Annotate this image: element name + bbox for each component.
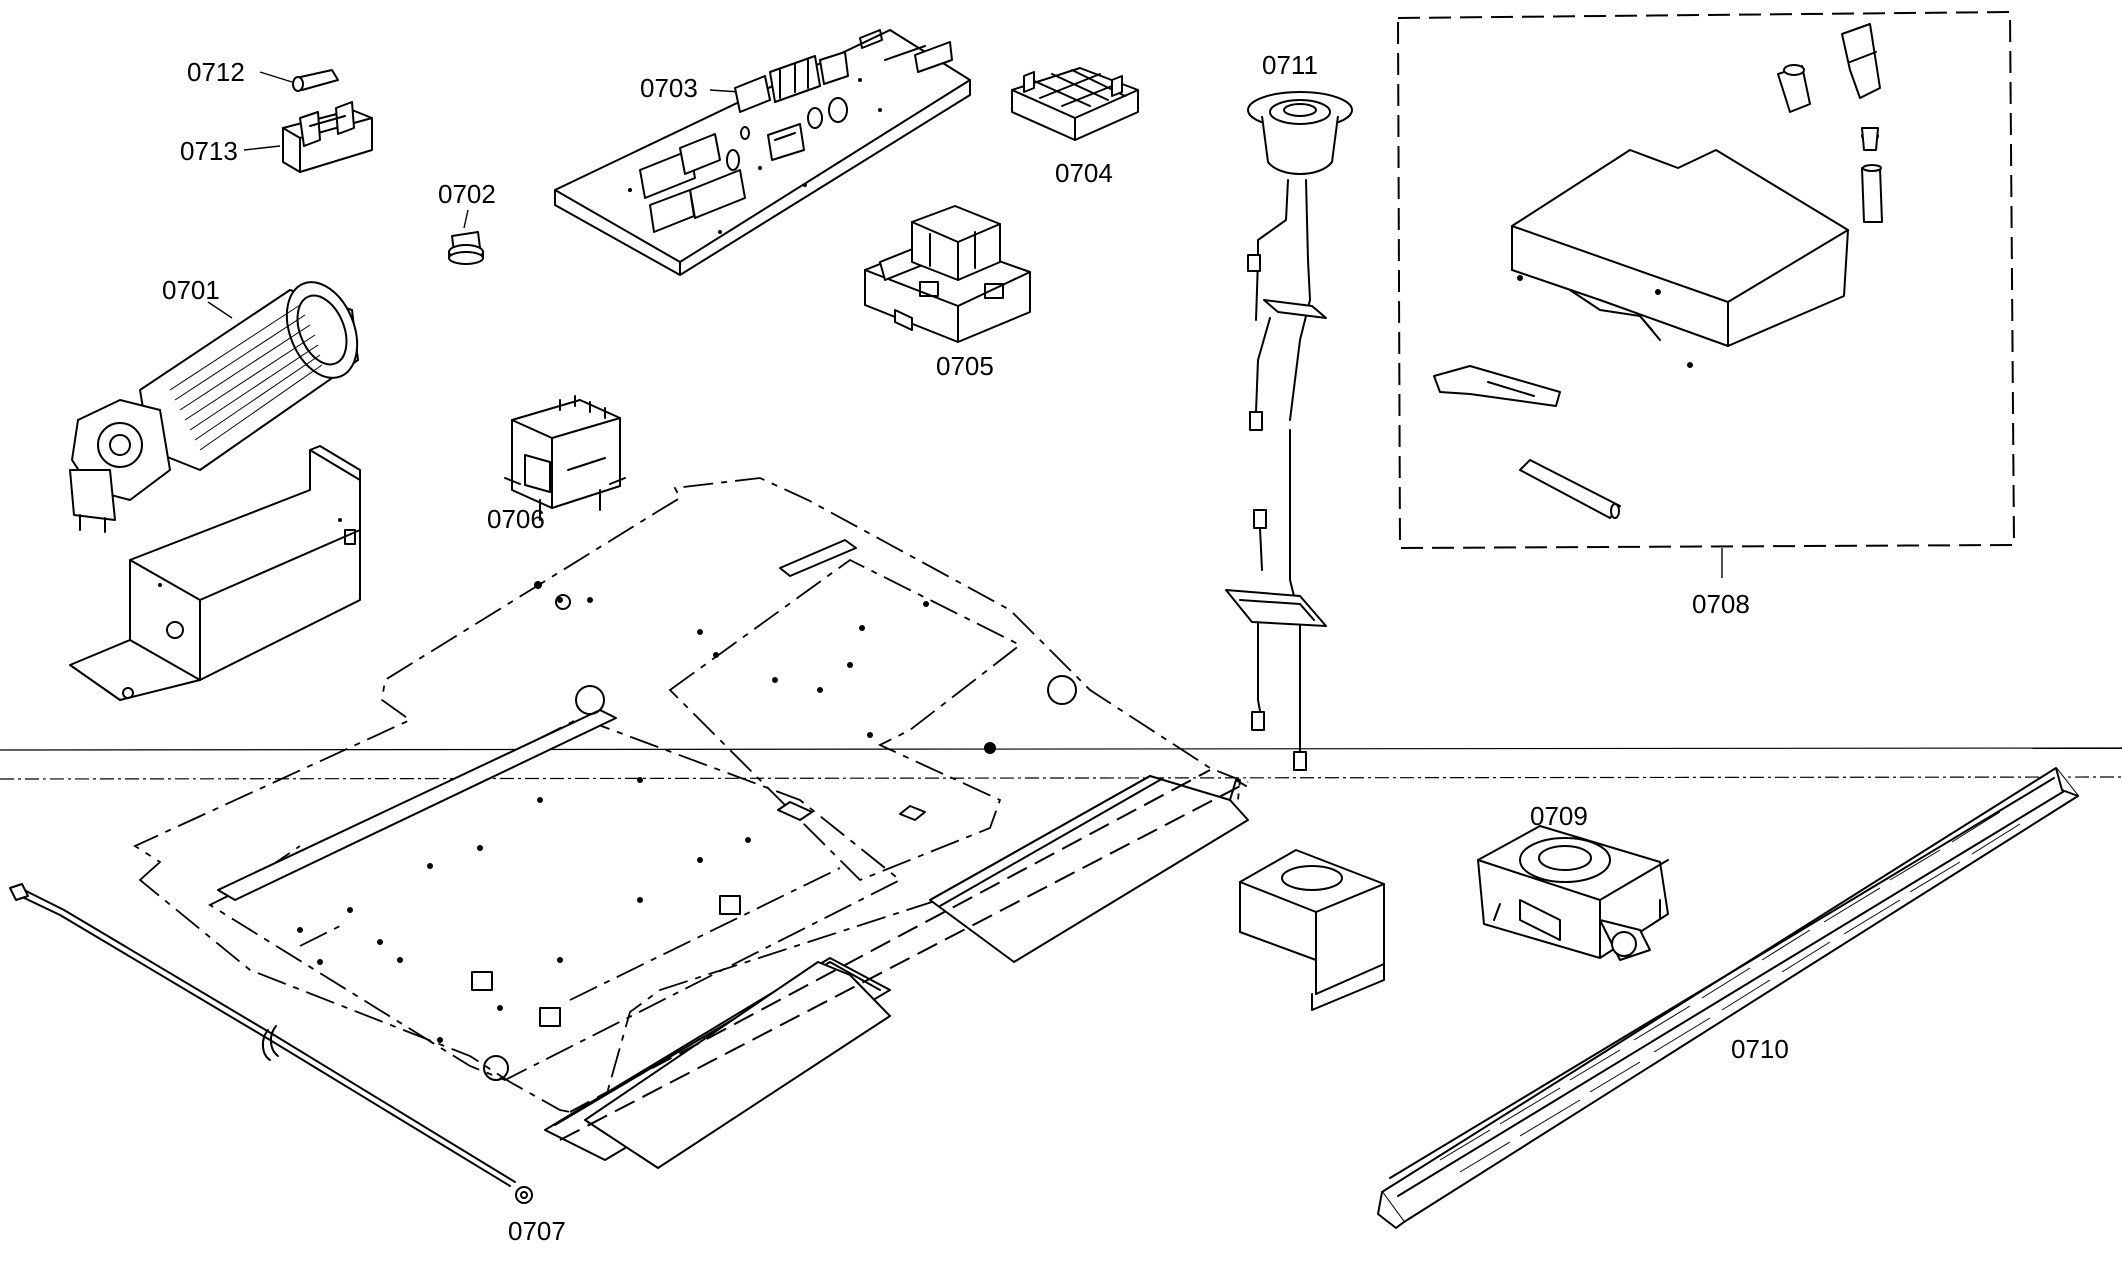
air-duct-left: [544, 957, 891, 1169]
label-0709: 0709: [1530, 801, 1588, 831]
part-0703-control-board: [554, 29, 971, 276]
part-0702-thermostat: [448, 209, 484, 265]
label-0705: 0705: [936, 351, 994, 381]
part-0706-transformer: [504, 395, 626, 521]
part-0705-terminal-block: [864, 205, 1031, 343]
duct-channel: [559, 769, 1249, 1141]
part-0712-fuse: [259, 69, 339, 92]
fan-bracket: [69, 445, 361, 701]
label-0701: 0701: [162, 275, 220, 305]
part-labels: 0701 0702 0703 0704 0705 0706 0707 0708 …: [162, 50, 1789, 1246]
label-0703: 0703: [640, 73, 698, 103]
label-0713: 0713: [180, 136, 238, 166]
part-0704-relay-block: [1011, 67, 1139, 141]
label-0706: 0706: [487, 504, 545, 534]
part-0711-lamp-socket: [1225, 91, 1353, 771]
label-0704: 0704: [1055, 158, 1113, 188]
duct-bracket: [1239, 849, 1385, 1011]
reference-line-lower: [0, 776, 2122, 780]
part-0707-sensor-wire: [9, 883, 533, 1204]
label-0708: 0708: [1692, 589, 1750, 619]
base-chassis-plate: [133, 477, 1241, 1120]
label-0711: 0711: [1262, 50, 1318, 80]
part-0709-motor-assembly: [1477, 825, 1669, 961]
reference-line-upper: [0, 747, 2122, 751]
part-0701-fan-motor: [69, 281, 359, 533]
part-0713-fuse-holder: [243, 101, 373, 173]
part-0708-kit-box: [1396, 10, 2016, 578]
air-duct-right: [929, 775, 1249, 963]
label-0710: 0710: [1731, 1034, 1789, 1064]
label-0707: 0707: [508, 1216, 566, 1246]
label-0712: 0712: [187, 57, 245, 87]
label-0702: 0702: [438, 179, 496, 209]
part-0710-trim-rail: [1377, 767, 2079, 1229]
